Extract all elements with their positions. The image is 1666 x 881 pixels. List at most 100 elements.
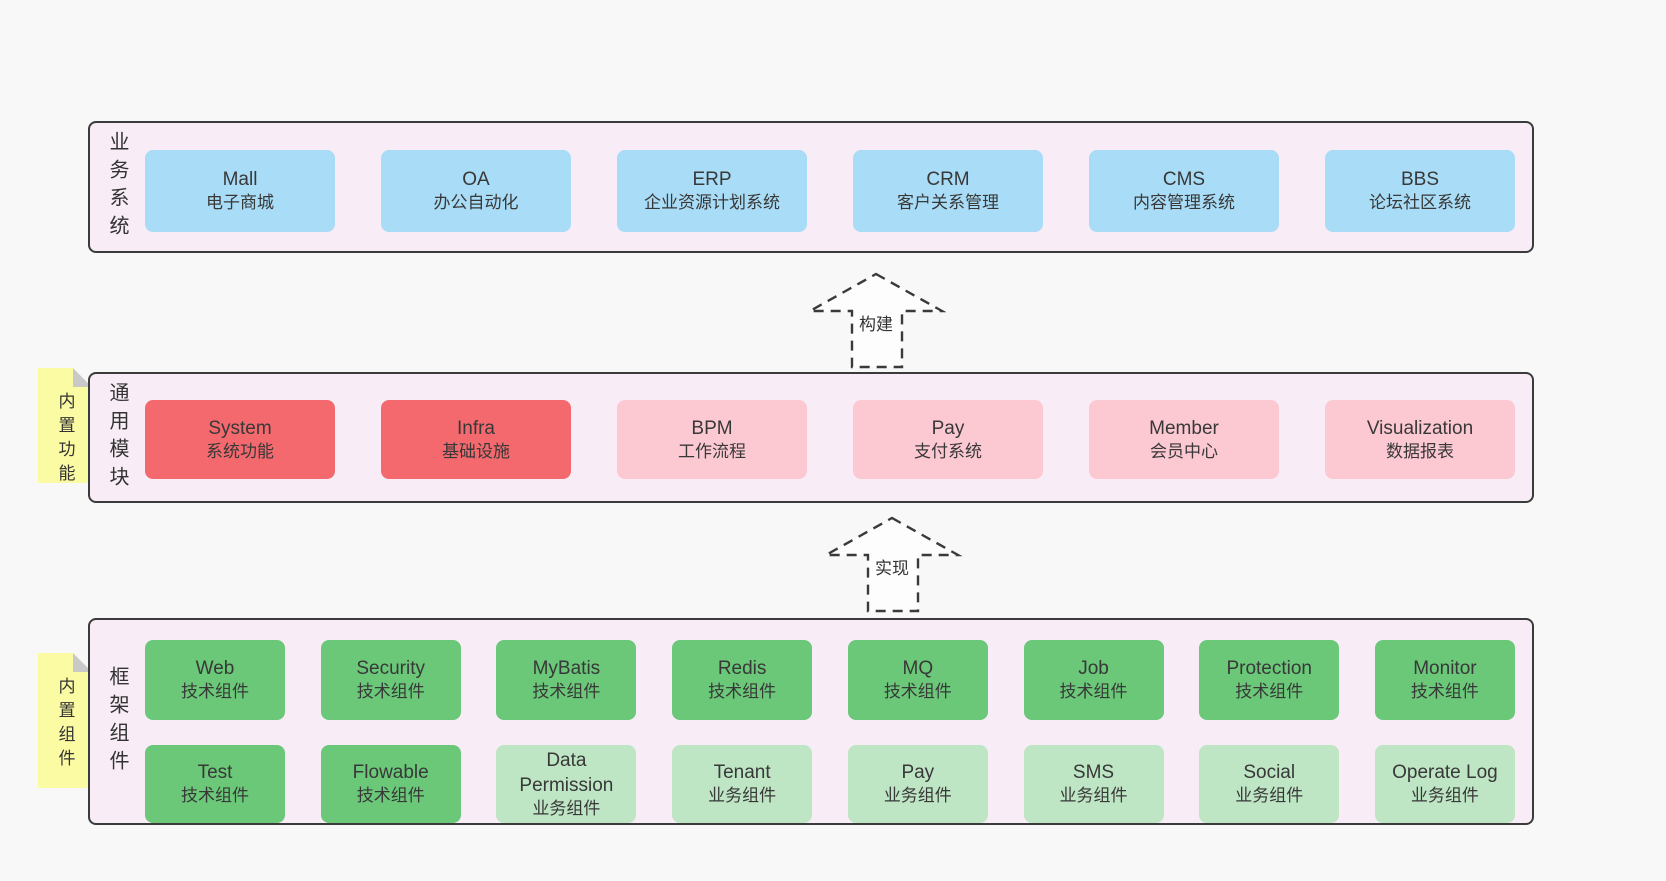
node-subtitle: 客户关系管理 (897, 193, 999, 213)
node-subtitle: 论坛社区系统 (1369, 193, 1471, 213)
node-subtitle: 业务组件 (883, 786, 952, 806)
node-mybatis: MyBatis 技术组件 (496, 640, 637, 720)
node-subtitle: 技术组件 (708, 682, 777, 702)
node-title: Pay (901, 762, 935, 784)
node-title: Data Permission (519, 749, 614, 796)
node-flowable: Flowable 技术组件 (320, 745, 461, 823)
node-cms: CMS 内容管理系统 (1089, 150, 1279, 232)
node-title: MQ (902, 658, 934, 680)
node-subtitle: 技术组件 (1410, 682, 1479, 702)
node-title: BBS (1400, 169, 1440, 191)
node-title: OA (462, 169, 490, 191)
node-title: Infra (456, 417, 496, 439)
node-title: Protection (1226, 658, 1312, 680)
sticky-note-builtin-features: 内置功能 (38, 368, 92, 483)
arrow-build: 构建 (806, 272, 946, 369)
node-subtitle: 技术组件 (1235, 682, 1304, 702)
node-subtitle: 技术组件 (532, 682, 601, 702)
arrow-implement: 实现 (822, 516, 962, 613)
node-row: System 系统功能 Infra 基础设施 BPM 工作流程 Pay 支付系统… (145, 400, 1515, 479)
node-subtitle: 电子商城 (206, 193, 274, 213)
node-subtitle: 技术组件 (181, 786, 249, 806)
node-subtitle: 支付系统 (914, 441, 982, 461)
sticky-note-label: 内置功能 (55, 392, 75, 488)
node-web: Web 技术组件 (145, 640, 285, 720)
node-visualization: Visualization 数据报表 (1325, 400, 1515, 479)
node-subtitle: 技术组件 (356, 682, 425, 702)
node-title: Security (356, 658, 426, 680)
node-subtitle: 业务组件 (1410, 786, 1479, 806)
node-row: Web 技术组件 Security 技术组件 MyBatis 技术组件 Redi… (145, 640, 1515, 720)
node-subtitle: 企业资源计划系统 (644, 193, 780, 213)
node-bbs: BBS 论坛社区系统 (1325, 150, 1515, 232)
node-subtitle: 技术组件 (883, 682, 952, 702)
node-subtitle: 工作流程 (678, 441, 746, 461)
layer-label: 通用模块 (106, 381, 128, 494)
node-subtitle: 办公自动化 (433, 193, 519, 213)
node-job: Job 技术组件 (1023, 640, 1164, 720)
node-title: Pay (931, 417, 965, 439)
node-subtitle: 业务组件 (1059, 786, 1128, 806)
node-infra: Infra 基础设施 (381, 400, 571, 479)
node-title: Visualization (1366, 417, 1474, 439)
layer-framework-components: 框架组件 Web 技术组件 Security 技术组件 MyBatis 技术组件… (88, 618, 1534, 825)
node-subtitle: 会员中心 (1150, 441, 1218, 461)
node-sms: SMS 业务组件 (1023, 745, 1164, 823)
sticky-note-label: 内置组件 (55, 677, 75, 773)
node-mq: MQ 技术组件 (847, 640, 988, 720)
node-title: Web (195, 658, 235, 680)
node-title: CRM (926, 169, 970, 191)
node-title: System (208, 417, 272, 439)
arrow-label: 构建 (856, 310, 896, 335)
node-title: Redis (717, 658, 767, 680)
node-monitor: Monitor 技术组件 (1374, 640, 1515, 720)
node-title: BPM (691, 417, 733, 439)
node-social: Social 业务组件 (1199, 745, 1340, 823)
node-redis: Redis 技术组件 (672, 640, 813, 720)
node-title: MyBatis (532, 658, 601, 680)
layer-business-systems: 业务系统 Mall 电子商城 OA 办公自动化 ERP 企业资源计划系统 CRM… (88, 121, 1534, 253)
node-member: Member 会员中心 (1089, 400, 1279, 479)
node-subtitle: 技术组件 (1059, 682, 1128, 702)
node-title: ERP (692, 169, 732, 191)
layer-label: 业务系统 (106, 131, 128, 243)
node-subtitle: 基础设施 (442, 441, 510, 461)
node-bpm: BPM 工作流程 (617, 400, 807, 479)
node-subtitle: 系统功能 (206, 441, 274, 461)
node-data-permission: Data Permission 业务组件 (496, 745, 637, 823)
node-subtitle: 内容管理系统 (1133, 193, 1235, 213)
node-subtitle: 业务组件 (708, 786, 777, 806)
node-operate-log: Operate Log 业务组件 (1374, 745, 1515, 823)
node-subtitle: 业务组件 (532, 798, 601, 818)
node-pay-business: Pay 业务组件 (847, 745, 988, 823)
node-subtitle: 数据报表 (1386, 441, 1454, 461)
arrow-label: 实现 (872, 554, 912, 579)
node-protection: Protection 技术组件 (1199, 640, 1340, 720)
node-title: Mall (222, 169, 258, 191)
node-title: Monitor (1413, 658, 1477, 680)
node-title: Social (1243, 762, 1296, 784)
node-title: Member (1149, 417, 1219, 439)
node-title: Tenant (713, 762, 771, 784)
node-title: CMS (1162, 169, 1206, 191)
node-title: Operate Log (1392, 762, 1498, 784)
node-title: Flowable (352, 762, 429, 784)
node-erp: ERP 企业资源计划系统 (617, 150, 807, 232)
node-title: SMS (1072, 762, 1115, 784)
node-row: Test 技术组件 Flowable 技术组件 Data Permission … (145, 745, 1515, 823)
sticky-note-builtin-components: 内置组件 (38, 653, 92, 788)
layer-common-modules: 通用模块 System 系统功能 Infra 基础设施 BPM 工作流程 Pay… (88, 372, 1534, 503)
layer-label: 框架组件 (106, 665, 128, 778)
node-title: Test (197, 762, 233, 784)
node-oa: OA 办公自动化 (381, 150, 571, 232)
node-subtitle: 技术组件 (356, 786, 425, 806)
node-subtitle: 技术组件 (181, 682, 249, 702)
node-title: Job (1078, 658, 1109, 680)
node-system: System 系统功能 (145, 400, 335, 479)
node-crm: CRM 客户关系管理 (853, 150, 1043, 232)
node-security: Security 技术组件 (320, 640, 461, 720)
node-mall: Mall 电子商城 (145, 150, 335, 232)
node-test: Test 技术组件 (145, 745, 285, 823)
node-row: Mall 电子商城 OA 办公自动化 ERP 企业资源计划系统 CRM 客户关系… (145, 150, 1515, 232)
